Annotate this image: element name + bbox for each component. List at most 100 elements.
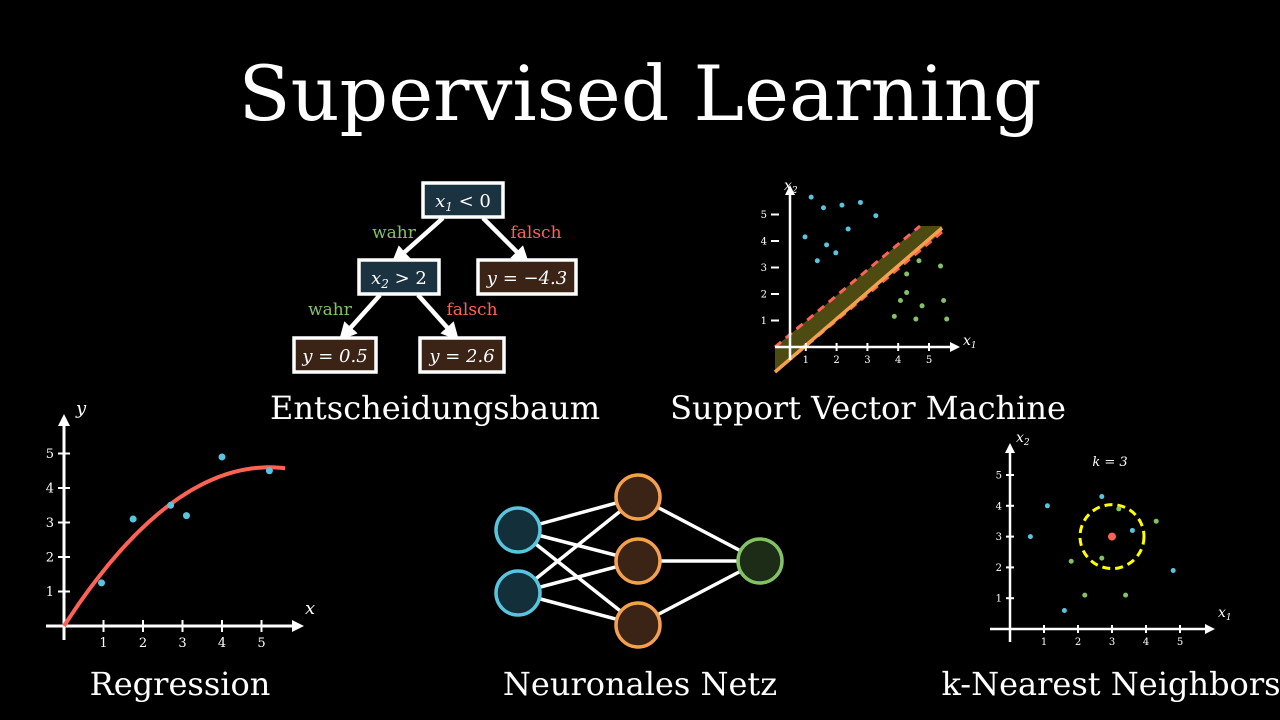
decision-tree-diagram: wahr falsch wahr falsch x1 < 0 x2 > 2 y … — [270, 181, 600, 427]
knn-point-blue — [1061, 608, 1067, 614]
nn-hidden-neuron-1 — [614, 473, 662, 521]
tree-edge-left-ll — [338, 293, 382, 341]
reg-y-tick-label: 3 — [46, 516, 54, 531]
knn-ticks: 1 1 2 2 3 3 4 4 5 5 — [996, 471, 1184, 649]
svm-point-green — [891, 313, 897, 319]
reg-y-tick-label: 2 — [46, 551, 54, 566]
knn-query-point — [1108, 532, 1116, 541]
svm-point-blue — [845, 226, 851, 232]
svg-text:y = 2.6: y = 2.6 — [428, 346, 494, 367]
svm-y-tick-label: 3 — [761, 263, 767, 274]
knn-point-green — [1123, 592, 1129, 598]
svm-x-label: x1 — [963, 333, 977, 351]
svm-point-green — [904, 271, 910, 277]
svm-point-green — [916, 258, 922, 264]
svm-point-blue — [802, 234, 808, 240]
svm-point-green — [913, 316, 919, 322]
knn-y-tick-label: 5 — [996, 471, 1002, 482]
svm-point-blue — [873, 213, 879, 219]
svm-point-blue — [833, 250, 839, 256]
knn-y-label: x2 — [1016, 430, 1030, 448]
reg-y-tick-label: 5 — [46, 447, 54, 462]
svm-x-tick-label: 3 — [864, 355, 870, 366]
caption-knn: k-Nearest Neighbors — [941, 665, 1280, 703]
reg-point — [265, 467, 273, 475]
knn-point-green — [1116, 506, 1122, 512]
reg-point — [182, 512, 190, 520]
knn-point-green — [1068, 558, 1074, 564]
tree-edge-left-lr — [416, 293, 460, 341]
knn-point-green — [1082, 592, 1088, 598]
svm-decision-boundary — [773, 226, 944, 374]
knn-y-tick-label: 3 — [996, 532, 1002, 543]
reg-point — [129, 515, 137, 523]
edge-label-true-2: wahr — [308, 300, 353, 320]
nn-hidden-neuron-3 — [614, 601, 662, 649]
svm-point-green — [941, 298, 947, 303]
regression-curve — [62, 465, 286, 628]
knn-x-tick-label: 5 — [1177, 637, 1183, 648]
edge-label-false-1: falsch — [510, 223, 561, 243]
knn-x-tick-label: 1 — [1041, 637, 1047, 648]
nn-output-neuron — [736, 537, 784, 585]
knn-point-blue — [1170, 567, 1176, 573]
svm-band — [773, 224, 944, 374]
caption-neural-net: Neuronales Netz — [503, 665, 777, 703]
caption-decision-tree: Entscheidungsbaum — [270, 389, 600, 427]
reg-x-label: x — [305, 598, 315, 619]
tree-node-left: x2 > 2 — [357, 258, 441, 296]
svg-text:x2 > 2: x2 > 2 — [371, 268, 427, 291]
neural-network-diagram: Neuronales Netz — [494, 473, 784, 703]
reg-point — [167, 501, 175, 509]
svm-y-tick-label: 5 — [761, 210, 767, 221]
tree-node-root: x1 < 0 — [421, 181, 505, 219]
knn-x-tick-label: 3 — [1109, 637, 1115, 648]
knn-point-blue — [1099, 494, 1105, 500]
reg-x-tick-label: 1 — [99, 636, 107, 651]
reg-y-tick-label: 4 — [46, 482, 54, 497]
reg-points — [98, 453, 273, 587]
knn-y-tick-label: 2 — [996, 563, 1002, 574]
nn-input-neuron-2 — [494, 569, 542, 617]
knn-k-label: k = 3 — [1092, 455, 1127, 470]
nn-input-neuron-1 — [494, 506, 542, 554]
svm-point-green — [938, 263, 944, 269]
reg-y-tick-label: 1 — [46, 585, 54, 600]
knn-x-tick-label: 2 — [1075, 637, 1081, 648]
svm-point-green — [904, 290, 910, 296]
reg-y-label: y — [75, 398, 87, 419]
svm-point-green — [897, 298, 903, 303]
tree-leaf-right: y = −4.3 — [476, 258, 578, 296]
caption-regression: Regression — [90, 665, 271, 703]
edge-label-true-1: wahr — [372, 223, 417, 243]
svg-text:x1 < 0: x1 < 0 — [435, 191, 491, 214]
reg-x-tick-label: 2 — [139, 636, 147, 651]
svm-x-tick-label: 2 — [833, 355, 839, 366]
svm-point-blue — [839, 202, 845, 208]
svm-x-tick-label: 5 — [926, 355, 932, 366]
knn-point-green — [1153, 518, 1159, 524]
svm-point-blue — [824, 242, 830, 248]
knn-y-tick-label: 1 — [996, 594, 1002, 605]
knn-x-tick-label: 4 — [1143, 637, 1149, 648]
svm-point-green — [944, 316, 950, 322]
svm-x-tick-label: 1 — [803, 355, 809, 366]
svm-point-green — [919, 303, 925, 309]
svm-x-tick-label: 4 — [895, 355, 901, 366]
knn-point-blue — [1129, 527, 1135, 533]
knn-y-tick-label: 4 — [996, 501, 1002, 512]
edge-label-false-2: falsch — [446, 300, 497, 320]
reg-point — [218, 453, 226, 461]
svm-y-tick-label: 4 — [761, 237, 767, 248]
svg-text:y = −4.3: y = −4.3 — [486, 268, 567, 289]
reg-point — [98, 579, 106, 587]
caption-svm: Support Vector Machine — [670, 389, 1066, 427]
page-title: Supervised Learning — [239, 49, 1042, 138]
tree-leaf-left-left: y = 0.5 — [292, 336, 378, 374]
